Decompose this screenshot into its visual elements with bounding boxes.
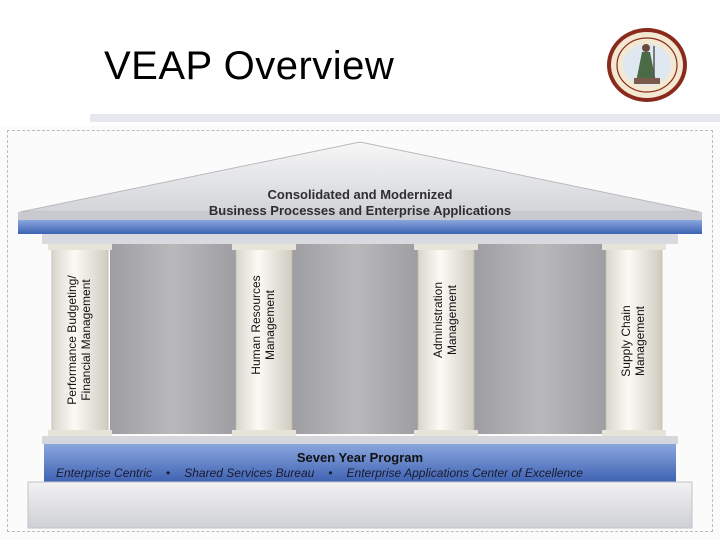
- roof: [18, 141, 702, 244]
- page-title: VEAP Overview: [104, 44, 395, 88]
- roof-line-2: Business Processes and Enterprise Applic…: [208, 203, 512, 218]
- pillar-label-human-resources: Human Resources Management: [249, 233, 279, 417]
- virginia-state-seal-icon: [607, 28, 687, 102]
- pillar-label-line: Supply Chain: [619, 305, 633, 377]
- pillar-label-line: Financial Management: [79, 279, 93, 401]
- roof-line-1: Consolidated and Modernized: [267, 187, 453, 202]
- pillar-label-supply-chain: Supply Chain Management: [619, 249, 649, 433]
- title-underline-bar: [90, 114, 720, 122]
- foundation-title: Seven Year Program: [296, 450, 424, 465]
- foundation-item: Enterprise Applications Center of Excell…: [346, 466, 583, 480]
- pillar-label-financial: Performance Budgeting/ Financial Managem…: [65, 248, 95, 432]
- foundation-items: Enterprise Centric • Shared Services Burea…: [56, 466, 583, 480]
- content-border: [7, 130, 713, 532]
- pillar-label-line: Performance Budgeting/: [65, 275, 79, 405]
- foundation-item: Enterprise Centric: [56, 466, 153, 480]
- pillar-label-line: Human Resources: [249, 275, 263, 375]
- pillar-label-administration: Administration Management: [431, 228, 461, 412]
- pillar-columns: [48, 244, 666, 436]
- foundation: [27, 436, 693, 529]
- pillar-label-line: Management: [445, 284, 459, 356]
- pillar-label-line: Administration: [431, 281, 445, 359]
- pillar-label-line: Management: [263, 289, 277, 361]
- separator-dot: •: [166, 466, 171, 480]
- foundation-item: Shared Services Bureau: [184, 466, 315, 480]
- separator-dot: •: [328, 466, 333, 480]
- pillar-label-line: Management: [633, 305, 647, 377]
- back-panels: [110, 244, 606, 434]
